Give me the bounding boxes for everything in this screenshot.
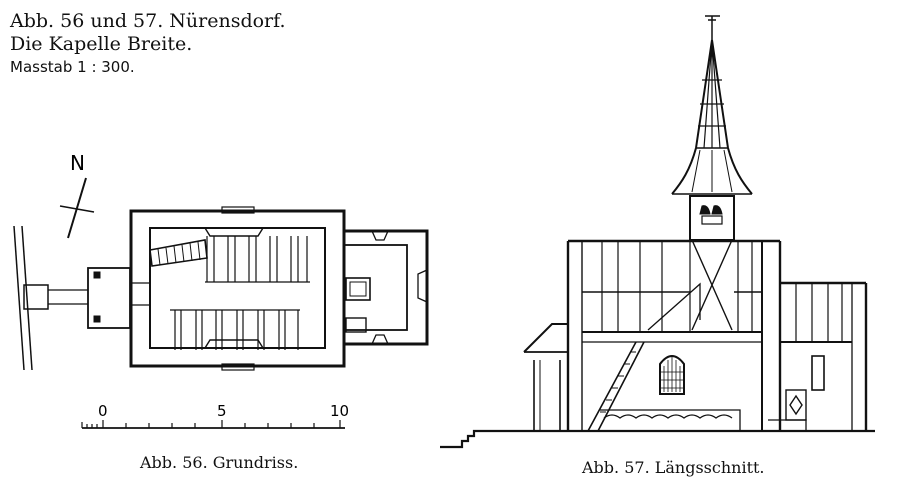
boundary-wall xyxy=(13,225,88,371)
pews-south xyxy=(170,309,300,350)
floor-plan: N xyxy=(13,151,429,429)
figure-subtitle: Die Kapelle Breite. xyxy=(10,32,193,55)
nave-section xyxy=(566,239,782,432)
porch-section xyxy=(523,323,568,431)
caption-floor-plan: Abb. 56. Grundriss. xyxy=(140,453,299,472)
porch xyxy=(87,267,131,329)
figure-title: Abb. 56 und 57. Nürensdorf. xyxy=(10,10,286,32)
scale-label-5: 5 xyxy=(217,402,227,420)
pews-north xyxy=(205,236,310,283)
north-arrow: N xyxy=(59,151,95,239)
spire xyxy=(671,15,753,331)
scale-label-10: 10 xyxy=(330,402,349,420)
ground-line xyxy=(440,429,875,449)
scale-label-0: 0 xyxy=(98,402,108,420)
caption-section: Abb. 57. Längsschnitt. xyxy=(582,458,765,477)
title-block: Abb. 56 und 57. Nürensdorf. Die Kapelle … xyxy=(10,10,286,76)
longitudinal-section xyxy=(440,15,875,449)
scale-note: Masstab 1 : 300. xyxy=(10,57,135,76)
scale-bar: 0 5 10 xyxy=(81,402,349,429)
choir xyxy=(342,229,429,346)
choir-section xyxy=(768,281,868,431)
stairs xyxy=(149,239,208,267)
north-label: N xyxy=(70,151,85,175)
